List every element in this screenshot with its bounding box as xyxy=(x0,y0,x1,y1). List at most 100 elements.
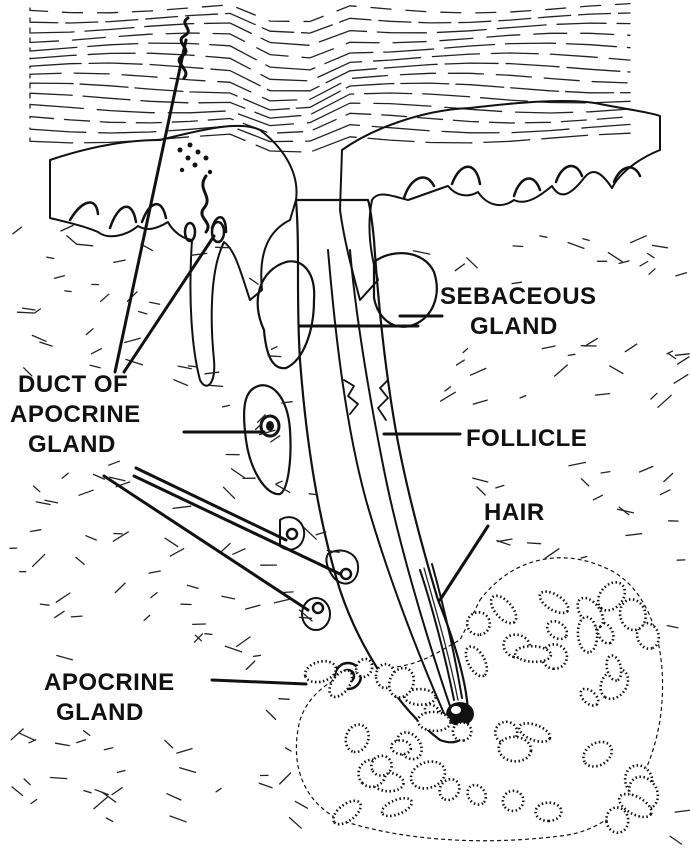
leader-hair xyxy=(440,526,488,600)
dermis-fiber xyxy=(180,768,196,773)
dermis-fiber xyxy=(640,466,653,472)
dermis-fiber xyxy=(496,485,504,488)
dermis-fiber xyxy=(170,816,186,822)
dermis-fiber xyxy=(77,740,86,743)
dermis-fiber xyxy=(471,368,486,375)
dermis-fiber xyxy=(112,788,122,795)
dermis-fiber xyxy=(581,557,587,559)
dermis-fiber xyxy=(649,269,655,275)
dermis-fiber xyxy=(667,626,678,628)
dermis-fiber xyxy=(250,278,258,284)
dermis-fiber xyxy=(585,338,597,346)
dermis-fiber xyxy=(36,502,50,505)
label-apocrine-line1: APOCRINE xyxy=(44,669,175,696)
label-duct-line1: DUCT OF xyxy=(18,371,128,398)
dermis-fiber xyxy=(569,462,586,465)
dermis-fiber xyxy=(290,818,302,829)
dermis-fiber xyxy=(640,262,648,267)
dermis-fiber xyxy=(117,771,125,773)
dermis-fiber xyxy=(280,773,291,784)
dermis-fiber xyxy=(95,790,108,795)
dermis-fiber xyxy=(139,312,147,314)
dermis-fiber xyxy=(71,616,82,617)
dermis-fiber xyxy=(35,309,41,313)
dermis-fiber xyxy=(51,778,67,779)
apocrine-tubule xyxy=(578,686,602,709)
apocrine-gland-body xyxy=(296,558,663,841)
dermis-fiber xyxy=(150,302,160,304)
dermis-fiber xyxy=(222,596,235,599)
dermis-fiber xyxy=(57,656,73,660)
dermis-fiber xyxy=(660,490,670,495)
dermis-fiber xyxy=(631,236,647,243)
dermis-fiber xyxy=(55,276,65,279)
dermis-fiber xyxy=(309,494,316,495)
dermis-fiber xyxy=(626,534,642,536)
dermis-fiber xyxy=(79,490,93,495)
dermis-fiber xyxy=(90,365,100,368)
dermis-fiber xyxy=(205,634,212,635)
dermis-fiber xyxy=(106,818,112,821)
leader-apocrine-gland xyxy=(212,680,306,684)
apocrine-tubule xyxy=(329,796,364,828)
dermis-fiber xyxy=(78,244,93,246)
dermis-fiber xyxy=(56,743,70,745)
dermis-fiber xyxy=(31,530,41,532)
label-hair: HAIR xyxy=(484,499,545,526)
dermis-fiber xyxy=(233,549,245,555)
dermis-fiber xyxy=(648,254,654,258)
dermis-fiber xyxy=(170,549,183,556)
apocrine-tubule xyxy=(380,795,415,820)
dermis-fiber xyxy=(658,395,671,407)
dermis-fiber xyxy=(84,791,91,793)
dermis-fiber xyxy=(545,549,559,558)
dermis-fiber xyxy=(668,353,676,358)
dermis-fiber xyxy=(651,393,657,399)
dermis-fiber xyxy=(304,527,317,539)
dermis-fiber xyxy=(477,487,485,495)
dermis-fiber xyxy=(174,380,188,386)
leader-duct-to-duct-2 xyxy=(136,468,286,540)
dermis-fiber xyxy=(222,544,231,552)
dermis-fiber xyxy=(31,800,37,804)
apocrine-tubule xyxy=(605,806,630,834)
dermis-fiber xyxy=(295,801,307,808)
dermis-fiber xyxy=(91,349,101,354)
dermis-fiber xyxy=(177,749,192,754)
dermis-fiber xyxy=(583,239,589,241)
dermis-fiber xyxy=(413,251,429,254)
dermis-fiber xyxy=(463,349,468,353)
dermis-fiber xyxy=(601,472,610,473)
apocrine-tubule xyxy=(342,721,372,755)
corneum-line xyxy=(30,83,630,110)
dermis-fiber xyxy=(205,372,219,374)
dermis-fiber xyxy=(56,593,70,602)
leader-duct-to-duct-3 xyxy=(134,476,340,574)
dermis-fiber xyxy=(115,583,125,593)
dermis-fiber xyxy=(109,461,120,465)
dermis-fiber xyxy=(32,335,46,341)
label-sebaceous-line2: GLAND xyxy=(470,313,558,340)
dermis-fiber xyxy=(61,225,73,231)
dermis-fiber xyxy=(473,400,487,404)
corneum-line xyxy=(30,113,630,133)
dermis-fiber xyxy=(457,360,465,365)
dermis-fiber xyxy=(276,481,282,484)
label-sebaceous-line1: SEBACEOUS xyxy=(440,283,597,310)
label-duct-line3: GLAND xyxy=(28,431,116,458)
dermis-fiber xyxy=(455,264,464,271)
dermis-fiber xyxy=(275,599,291,603)
dermis-fiber xyxy=(540,236,547,237)
leader-duct-to-epidermis xyxy=(124,236,214,372)
dermis-fiber xyxy=(253,655,260,656)
dermis-fiber xyxy=(676,354,690,356)
dermis-fiber xyxy=(625,344,636,352)
dermis-fiber xyxy=(62,473,68,478)
dermis-fiber xyxy=(173,506,191,508)
dermis-fiber xyxy=(568,354,575,355)
dermis-fiber xyxy=(568,243,584,249)
dermis-fiber xyxy=(33,554,45,566)
dermis-fiber xyxy=(125,338,141,342)
dermis-fiber xyxy=(581,479,588,486)
